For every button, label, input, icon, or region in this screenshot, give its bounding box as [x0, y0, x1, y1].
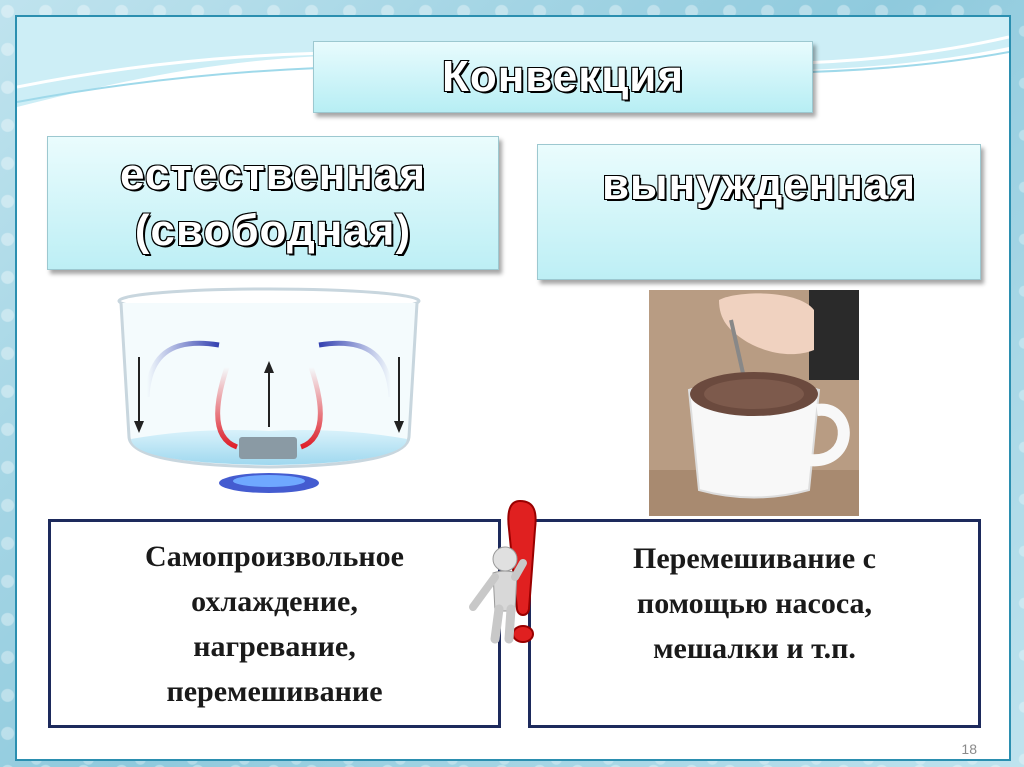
slide-title: Конвекция — [441, 51, 685, 102]
slide: Конвекция естественная (свободная) вынуж… — [15, 15, 1011, 761]
exclamation-figure-icon — [469, 499, 537, 644]
natural-label: естественная — [119, 149, 427, 200]
forced-label: вынужденная — [601, 159, 917, 210]
title-box: Конвекция — [313, 41, 813, 113]
page-number: 18 — [961, 741, 977, 757]
forced-description-box: Перемешивание с помощью насоса, мешалки … — [528, 519, 981, 728]
natural-desc-line: перемешивание — [166, 674, 383, 708]
natural-sublabel: (свободная) — [134, 205, 412, 256]
convection-beaker-illustration — [117, 287, 421, 493]
natural-description-box: Самопроизвольное охлаждение, нагревание,… — [48, 519, 501, 728]
forced-convection-box: вынужденная — [537, 144, 981, 280]
stirring-cup-photo — [649, 290, 859, 516]
forced-desc-line: мешалки и т.п. — [653, 632, 856, 665]
natural-desc-line: нагревание, — [193, 629, 356, 663]
natural-desc-line: Самопроизвольное — [145, 539, 404, 573]
forced-desc-line: помощью насоса, — [636, 587, 873, 620]
natural-desc-line: охлаждение, — [191, 584, 358, 618]
natural-convection-box: естественная (свободная) — [47, 136, 499, 270]
forced-desc-line: Перемешивание с — [633, 542, 876, 575]
